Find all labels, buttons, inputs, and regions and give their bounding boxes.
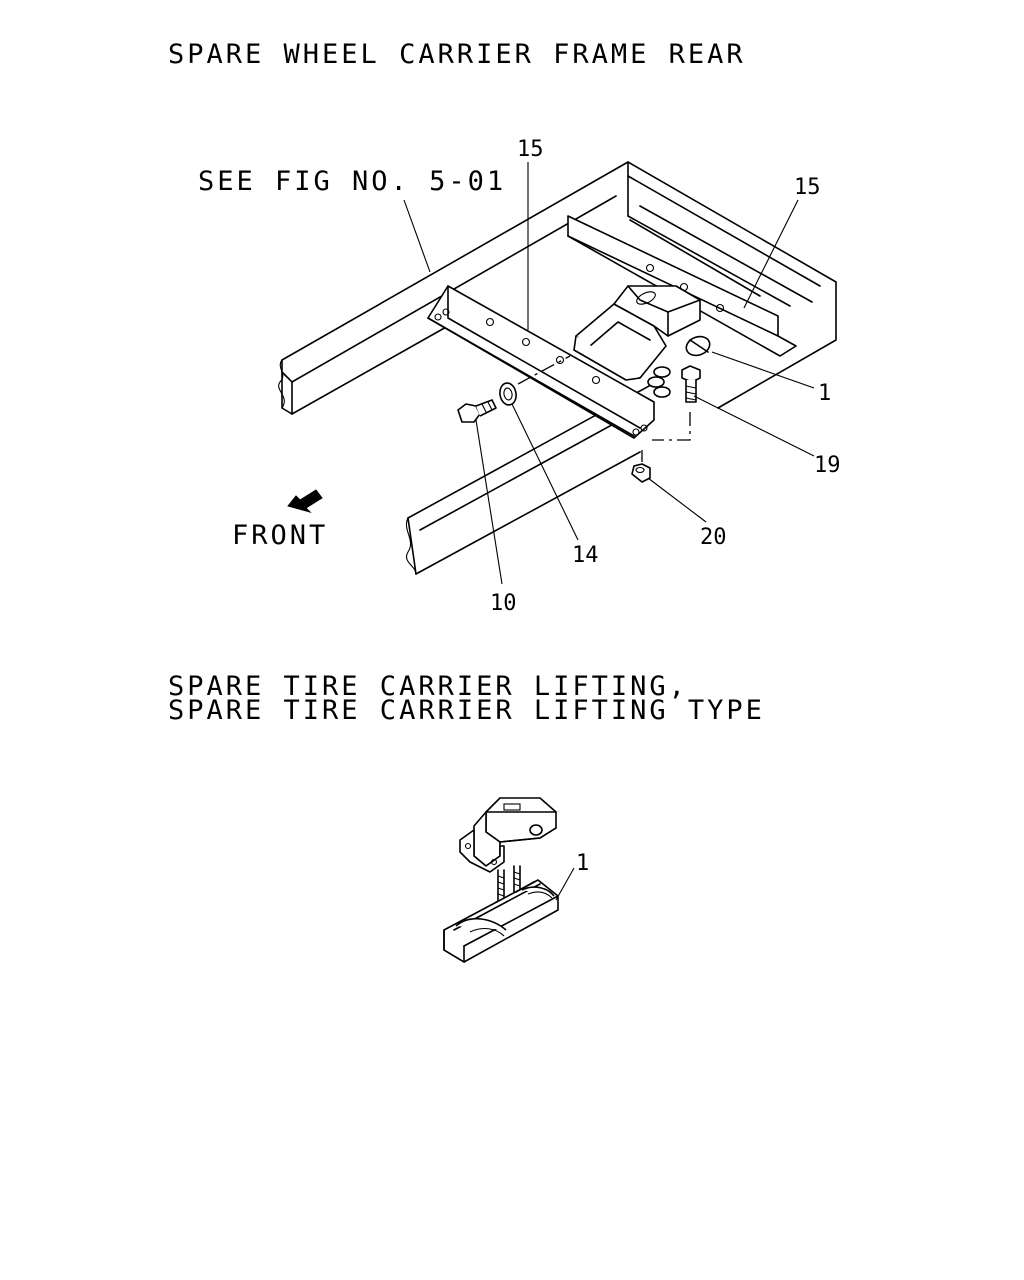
callout-1-bottom: 1 xyxy=(576,851,589,876)
callout-20: 20 xyxy=(700,525,727,550)
frame-assembly-drawing xyxy=(278,161,837,575)
bottom-title-line1: SPARE TIRE CARRIER LIFTING, xyxy=(168,671,688,702)
callout-15-left: 15 xyxy=(517,137,544,162)
lifting-carrier-drawing xyxy=(443,797,559,963)
arrow-down-left-icon xyxy=(287,489,323,513)
callout-15-right: 15 xyxy=(794,175,821,200)
callout-14: 14 xyxy=(572,543,599,568)
bottom-title-line2: SPARE TIRE CARRIER LIFTING TYPE xyxy=(168,695,765,726)
front-label: FRONT xyxy=(232,520,328,551)
callout-leader-bottom xyxy=(555,867,575,901)
top-title: SPARE WHEEL CARRIER FRAME REAR xyxy=(168,39,746,70)
callout-10: 10 xyxy=(490,591,517,616)
callout-leaders-top xyxy=(475,162,815,585)
callout-19: 19 xyxy=(814,453,841,478)
callout-1: 1 xyxy=(818,381,831,406)
see-fig-note: SEE FIG NO. 5-01 xyxy=(198,166,506,197)
